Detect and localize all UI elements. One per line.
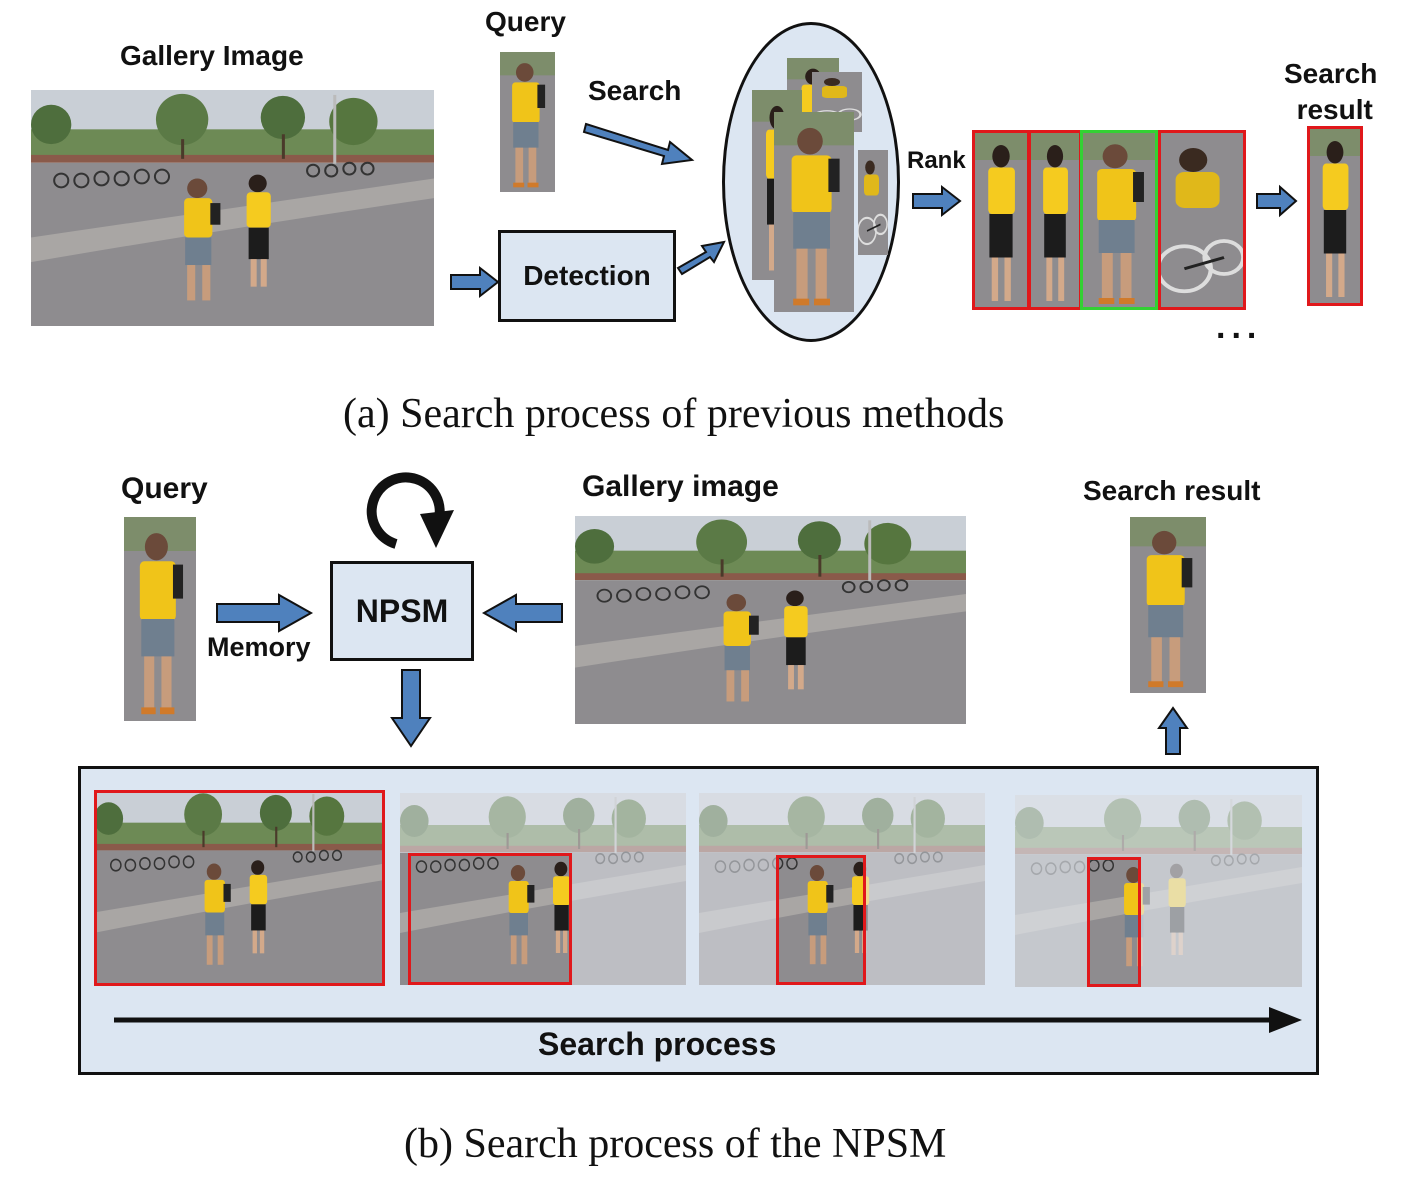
faded-region (1015, 857, 1087, 987)
query-image (500, 52, 555, 192)
faded-region (866, 855, 985, 985)
memory-label: Memory (207, 632, 311, 662)
detection-box: Detection (498, 230, 676, 322)
search-label: Search (588, 75, 682, 106)
faded-region (572, 853, 686, 985)
npsm-box: NPSM (330, 561, 474, 661)
faded-region (1015, 795, 1302, 857)
query-label: Query (485, 6, 566, 37)
query-image-b (124, 517, 196, 721)
rank-label: Rank (907, 147, 966, 174)
caption-a: (a) Search process of previous methods (343, 391, 1005, 437)
search-result-box (1307, 126, 1363, 306)
gallery-to-npsm-arrow-icon (481, 593, 563, 633)
faded-region (400, 793, 686, 853)
gallery-to-detection-arrow-icon (450, 265, 500, 299)
attention-box (1087, 857, 1141, 987)
search-result-label-line2: result (1296, 94, 1373, 125)
result-up-arrow-icon (1157, 706, 1189, 755)
gallery-image-label: Gallery Image (120, 40, 304, 71)
search-process-arrow-icon (114, 1007, 1302, 1033)
candidate-crop (858, 150, 888, 255)
ranked-list-ellipsis: ... (1216, 308, 1263, 346)
attention-box (408, 853, 572, 985)
npsm-label: NPSM (355, 592, 449, 629)
mismatch-box (972, 130, 1030, 310)
search-result-label-line1: Search (1284, 58, 1378, 89)
memory-arrow-icon (216, 593, 314, 633)
search-arrow-icon (582, 122, 695, 166)
gallery-image-label-b: Gallery image (582, 470, 779, 503)
attention-box (776, 855, 866, 985)
faded-region (699, 793, 985, 855)
mismatch-box (1028, 130, 1082, 310)
recurrent-loop-icon (366, 472, 454, 549)
mismatch-box (1158, 130, 1246, 310)
faded-region (1141, 857, 1302, 987)
search-result-image-b (1130, 517, 1206, 693)
search-process-label: Search process (538, 1026, 777, 1062)
match-box (1080, 130, 1158, 310)
candidate-crop (774, 112, 854, 312)
result-arrow-icon (1256, 184, 1298, 218)
attention-box (94, 790, 385, 986)
faded-region (699, 855, 776, 985)
rank-arrow-icon (912, 184, 962, 218)
gallery-image (31, 90, 434, 326)
search-result-label: Search result (1284, 56, 1377, 128)
detection-to-candidates-arrow-icon (676, 240, 726, 276)
npsm-down-arrow-icon (390, 669, 432, 748)
query-label-b: Query (121, 472, 208, 505)
gallery-image-b (575, 516, 966, 724)
detection-label: Detection (523, 260, 651, 291)
search-result-label-b: Search result (1083, 475, 1261, 506)
caption-b: (b) Search process of the NPSM (404, 1121, 947, 1167)
